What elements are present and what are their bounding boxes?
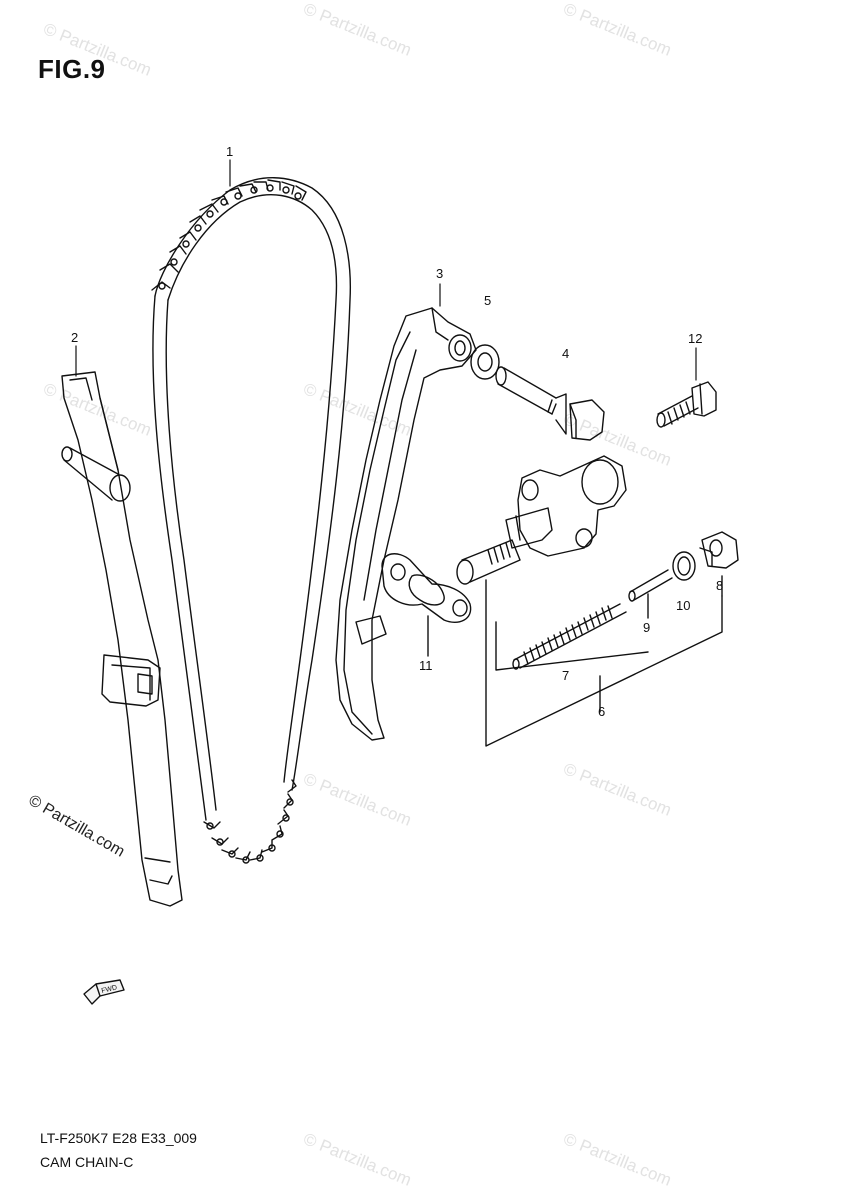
- callout-10: 10: [676, 598, 690, 613]
- screw: [656, 381, 717, 428]
- cap-bolt: [699, 531, 739, 597]
- callout-2: 2: [71, 330, 78, 345]
- cam-chain: [151, 177, 352, 864]
- callout-6: 6: [598, 704, 605, 719]
- washer: [470, 344, 500, 380]
- tensioner-assembly: [456, 455, 723, 747]
- gasket-ring: [672, 551, 696, 581]
- callout-8: 8: [716, 578, 723, 593]
- callout-7: 7: [562, 668, 569, 683]
- pin: [628, 569, 673, 619]
- chain-guide-no1: [61, 371, 183, 907]
- bolt: [495, 366, 605, 441]
- callout-12: 12: [688, 331, 702, 346]
- leader-lines: [75, 159, 697, 381]
- figure-code: LT-F250K7 E28 E33_009: [40, 1130, 197, 1146]
- callout-11: 11: [419, 658, 433, 673]
- callout-4: 4: [562, 346, 569, 361]
- callout-3: 3: [436, 266, 443, 281]
- callout-5: 5: [484, 293, 491, 308]
- callout-labels: 1 2 3 4 5 6 7 8 9 10 11 12: [71, 144, 723, 719]
- forward-arrow-icon: FWD: [83, 979, 125, 1005]
- fwd-label: FWD: [101, 984, 118, 995]
- spring: [495, 603, 649, 671]
- figure-name: CAM CHAIN-C: [40, 1154, 134, 1170]
- chain-tension-adjuster-guide: [335, 307, 477, 741]
- callout-1: 1: [226, 144, 233, 159]
- callout-9: 9: [643, 620, 650, 635]
- figure-title: FIG.9: [38, 54, 106, 84]
- gasket: [381, 553, 472, 657]
